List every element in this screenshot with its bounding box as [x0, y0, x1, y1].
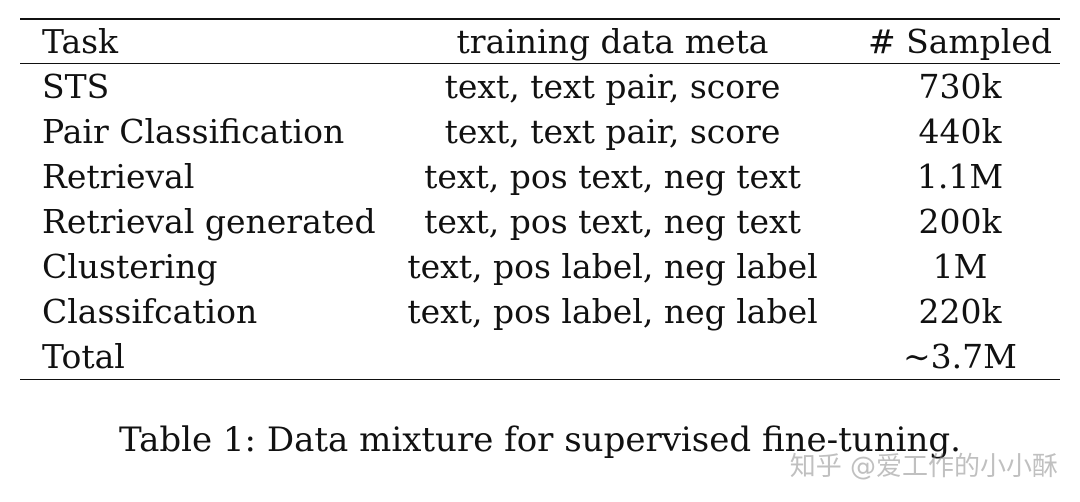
- table-row: Classifcation text, pos label, neg label…: [20, 289, 1060, 334]
- table-body: STS text, text pair, score 730k Pair Cla…: [20, 64, 1060, 379]
- watermark-text: 知乎 @爱工作的小小酥: [789, 452, 1058, 482]
- table-top-rule: [20, 18, 1060, 20]
- cell-meta: text, text pair, score: [444, 112, 781, 151]
- cell-sampled: 200k: [918, 202, 1002, 241]
- cell-task: Retrieval: [42, 157, 195, 196]
- table-header-row: Task training data meta # Sampled: [20, 20, 1060, 63]
- table-row-total: Total ∼3.7M: [20, 334, 1060, 379]
- cell-sampled: 1.1M: [916, 157, 1004, 196]
- cell-sampled: ∼3.7M: [903, 337, 1017, 376]
- table-caption: Table 1: Data mixture for supervised fin…: [119, 420, 961, 460]
- table-header-rule: [20, 63, 1060, 64]
- cell-meta: text, pos text, neg text: [424, 157, 801, 196]
- cell-meta: text, text pair, score: [444, 67, 781, 106]
- cell-task: Clustering: [42, 247, 218, 286]
- header-training-data-meta: training data meta: [456, 22, 769, 61]
- cell-meta: text, pos text, neg text: [424, 202, 801, 241]
- cell-task: STS: [42, 67, 110, 106]
- cell-task: Retrieval generated: [42, 202, 376, 241]
- header-sampled: # Sampled: [867, 22, 1053, 61]
- cell-meta: text, pos label, neg label: [407, 247, 818, 286]
- cell-meta: text, pos label, neg label: [407, 292, 818, 331]
- cell-sampled: 220k: [918, 292, 1002, 331]
- cell-sampled: 440k: [918, 112, 1002, 151]
- table-row: Clustering text, pos label, neg label 1M: [20, 244, 1060, 289]
- cell-sampled: 1M: [932, 247, 988, 286]
- cell-task: Classifcation: [42, 292, 258, 331]
- cell-task: Total: [42, 337, 125, 376]
- table-bottom-rule: [20, 379, 1060, 380]
- table-row: Retrieval generated text, pos text, neg …: [20, 199, 1060, 244]
- table-row: Retrieval text, pos text, neg text 1.1M: [20, 154, 1060, 199]
- cell-task: Pair Classification: [42, 112, 345, 151]
- header-task: Task: [42, 22, 119, 61]
- table-row: Pair Classification text, text pair, sco…: [20, 109, 1060, 154]
- data-mixture-table: Task training data meta # Sampled STS te…: [20, 18, 1060, 380]
- cell-sampled: 730k: [918, 67, 1002, 106]
- table-row: STS text, text pair, score 730k: [20, 64, 1060, 109]
